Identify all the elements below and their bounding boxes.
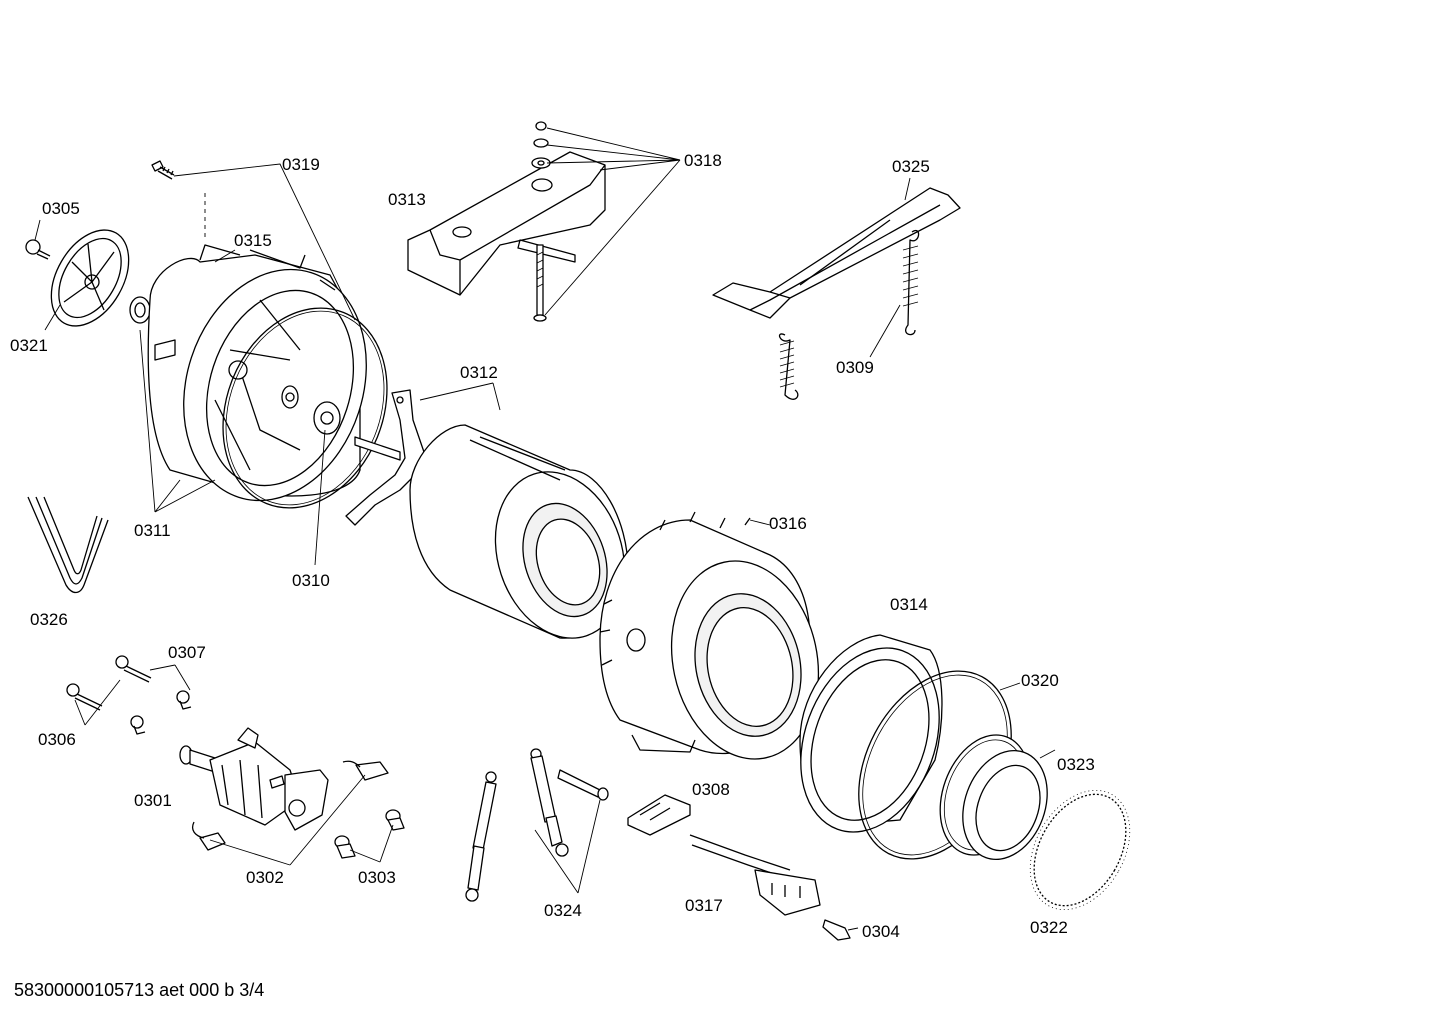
- label-0309: 0309: [836, 358, 874, 377]
- part-0309-spring-b: [902, 229, 920, 336]
- label-0311: 0311: [134, 521, 171, 540]
- label-0324: 0324: [544, 901, 582, 920]
- part-0323-bellow: [939, 734, 1048, 861]
- part-0322-clamp: [1029, 789, 1131, 911]
- part-0324-shock-a: [465, 771, 497, 902]
- part-0313-bracket: [407, 151, 606, 296]
- part-0324-shock-b: [530, 748, 569, 857]
- part-0316-front-tub: [599, 511, 820, 760]
- label-0308: 0308: [692, 780, 730, 799]
- label-0313: 0313: [388, 190, 426, 209]
- label-0302: 0302: [246, 868, 284, 887]
- part-0321-pulley: [50, 229, 130, 327]
- label-0326: 0326: [30, 610, 68, 629]
- label-0312: 0312: [460, 363, 498, 382]
- label-0316: 0316: [769, 514, 807, 533]
- part-0303-bushing-a: [385, 809, 405, 831]
- part-0307-nut-a: [176, 690, 192, 710]
- part-0314-front-ring: [799, 634, 943, 833]
- part-0301-motor: [179, 727, 329, 831]
- part-0315-rear-tub: [147, 244, 367, 502]
- label-0303: 0303: [358, 868, 396, 887]
- part-0309-spring-a: [778, 333, 799, 400]
- label-0315: 0315: [234, 231, 272, 250]
- part-0302-brush-b: [191, 821, 226, 851]
- part-0306-screw-a: [66, 683, 103, 711]
- label-0319: 0319: [282, 155, 320, 174]
- leader-lines: [34, 127, 1056, 931]
- part-0310-gasket: [222, 307, 388, 509]
- label-0318: 0318: [684, 151, 722, 170]
- part-0312-spider: [345, 389, 426, 526]
- label-0317: 0317: [685, 896, 723, 915]
- label-0306: 0306: [38, 730, 76, 749]
- part-0326-belt: [27, 496, 109, 594]
- part-0303-bushing-b: [334, 835, 356, 859]
- label-0325: 0325: [892, 157, 930, 176]
- label-0304: 0304: [862, 922, 900, 941]
- part-0317-heater: [689, 834, 821, 916]
- label-0314: 0314: [890, 595, 928, 614]
- part-0304-sensor: [822, 919, 851, 941]
- label-0323: 0323: [1057, 755, 1095, 774]
- part-0311-bushing: [129, 296, 151, 324]
- label-0320: 0320: [1021, 671, 1059, 690]
- part-0307-nut-b: [130, 715, 146, 735]
- part-0302-brush-a: [342, 760, 389, 781]
- label-0321: 0321: [10, 336, 48, 355]
- part-0311-flange: [313, 401, 341, 435]
- document-reference: 58300000105713 aet 000 b 3/4: [14, 980, 265, 1000]
- label-0310: 0310: [292, 571, 330, 590]
- part-0305-screw: [25, 239, 51, 260]
- label-0322: 0322: [1030, 918, 1068, 937]
- label-0307: 0307: [168, 643, 206, 662]
- part-0306-screw-b: [115, 655, 152, 683]
- part-0324-bolt: [557, 769, 609, 801]
- callout-labels: 0319 0305 0315 0313 0318 0325 0321 0312 …: [10, 151, 1095, 941]
- label-0305: 0305: [42, 199, 80, 218]
- part-0319-screw: [151, 160, 175, 180]
- part-0312-drum: [409, 424, 629, 639]
- part-0325-crossbar: [712, 187, 961, 319]
- label-0301: 0301: [134, 791, 172, 810]
- part-0308-clip: [627, 794, 691, 836]
